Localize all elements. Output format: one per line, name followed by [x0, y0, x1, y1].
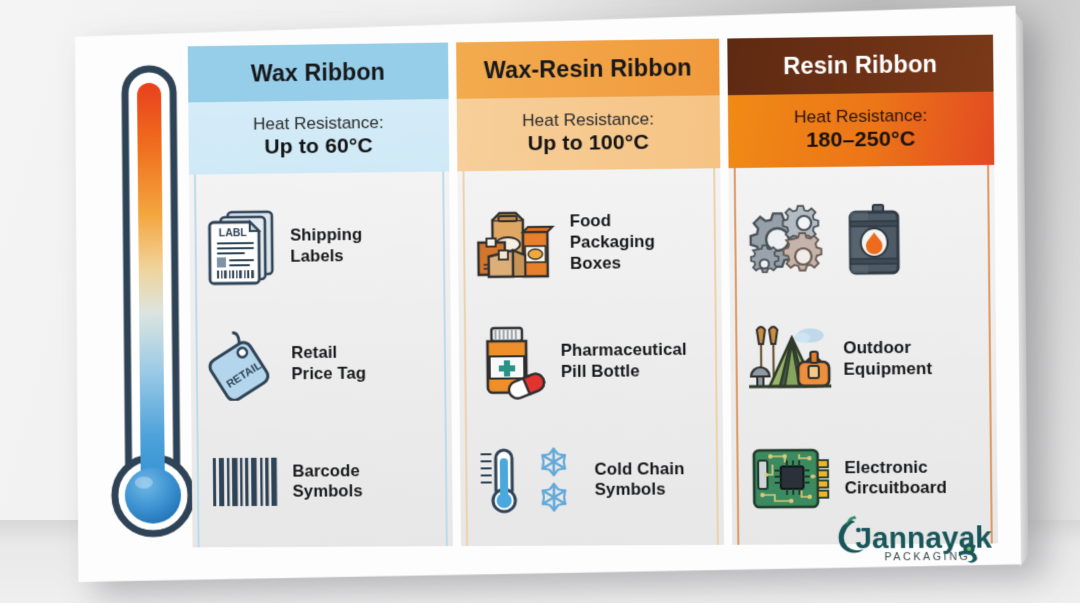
list-item-label: Barcode Symbols — [292, 461, 363, 502]
column-header-wax-ribbon: Wax Ribbon — [188, 43, 449, 103]
price-tag-icon: RETAIL — [207, 328, 282, 401]
list-item-label: Electronic Circuitboard — [844, 458, 948, 498]
heat-scale-thermometer — [106, 50, 197, 552]
barcode-icon — [208, 452, 283, 513]
list-item-label: Pharmaceutical Pill Bottle — [560, 340, 687, 382]
brand-tagline: PACKAGING — [884, 552, 970, 564]
item-icons — [476, 444, 585, 517]
pill-bottle-icon — [475, 324, 551, 401]
label-documents-icon: LABL — [205, 207, 280, 286]
list-item-label: Outdoor Equipment — [843, 338, 933, 379]
gears-icon — [745, 201, 832, 281]
heat-resistance-resin-ribbon: Heat Resistance: 180–250°C — [728, 92, 994, 168]
infographic-board: Wax Ribbon Heat Resistance: Up to 60°C — [69, 6, 1021, 582]
list-item-label: Retail Price Tag — [291, 343, 367, 384]
column-header-resin-ribbon: Resin Ribbon — [727, 35, 993, 96]
list-item-label: Shipping Labels — [290, 225, 363, 266]
item-icons: RETAIL — [207, 328, 282, 401]
item-icons — [748, 446, 835, 511]
column-header-wax-resin-ribbon: Wax-Resin Ribbon — [456, 39, 720, 99]
circuit-board-icon — [748, 446, 835, 511]
column-title: Wax Ribbon — [250, 58, 386, 87]
brand-name: Jannayak — [855, 522, 993, 555]
list-item-label: Food Packaging Boxes — [569, 212, 656, 274]
list-item: Barcode Symbols — [191, 422, 452, 541]
list-item-label: Cold Chain Symbols — [594, 459, 685, 500]
item-icons — [746, 321, 833, 399]
column-body-resin-ribbon: Outdoor Equipment — [729, 165, 998, 545]
comparison-columns: Wax Ribbon Heat Resistance: Up to 60°C — [188, 35, 998, 548]
camping-tent-icon — [746, 321, 833, 399]
heat-resistance-value: Up to 100°C — [527, 131, 650, 156]
item-icons — [208, 452, 283, 513]
list-item: Food Packaging Boxes — [458, 182, 722, 303]
food-packaging-icon — [474, 205, 560, 283]
column-body-wax-resin-ribbon: Food Packaging Boxes — [457, 168, 724, 546]
list-item — [729, 179, 996, 301]
heat-resistance-wax-resin-ribbon: Heat Resistance: Up to 100°C — [457, 95, 721, 171]
column-wax-ribbon: Wax Ribbon Heat Resistance: Up to 60°C — [188, 43, 453, 548]
svg-text:LABL: LABL — [219, 228, 248, 239]
list-item: LABL — [189, 186, 450, 307]
brand-logo: Jannayak PACKAGING — [824, 507, 1002, 569]
item-icons — [475, 324, 551, 401]
column-resin-ribbon: Resin Ribbon Heat Resistance: 180–250°C — [727, 35, 998, 545]
list-item: Cold Chain Symbols — [460, 420, 724, 540]
heat-resistance-label: Heat Resistance: — [522, 109, 655, 131]
list-item: Outdoor Equipment — [730, 299, 997, 420]
list-item: Electronic Circuitboard — [731, 418, 998, 539]
column-wax-resin-ribbon: Wax-Resin Ribbon Heat Resistance: Up to … — [456, 39, 724, 547]
item-icons — [745, 200, 910, 281]
oil-drum-icon — [838, 200, 911, 280]
heat-resistance-wax-ribbon: Heat Resistance: Up to 60°C — [188, 99, 449, 175]
column-title: Resin Ribbon — [783, 50, 938, 79]
snowflake-icon — [527, 444, 585, 517]
list-item: Pharmaceutical Pill Bottle — [459, 301, 723, 422]
item-icons: LABL — [205, 207, 280, 286]
column-body-wax-ribbon: LABL — [189, 171, 453, 547]
heat-resistance-value: Up to 60°C — [264, 134, 373, 160]
column-title: Wax-Resin Ribbon — [483, 53, 692, 83]
cold-thermometer-icon — [476, 444, 521, 517]
item-icons — [474, 205, 560, 283]
heat-resistance-label: Heat Resistance: — [253, 112, 384, 134]
list-item: RETAIL Retail Price Tag — [190, 304, 451, 424]
heat-resistance-label: Heat Resistance: — [793, 105, 928, 127]
heat-resistance-value: 180–250°C — [806, 127, 916, 153]
